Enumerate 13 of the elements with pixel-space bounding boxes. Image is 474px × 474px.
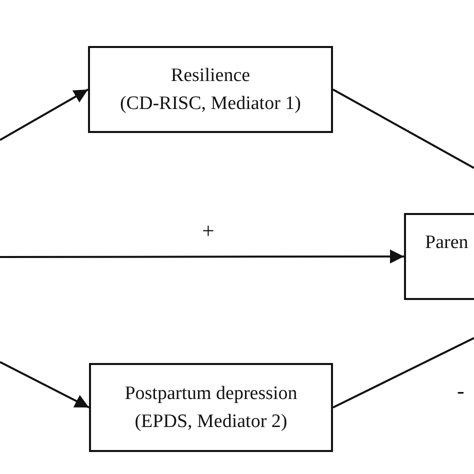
- arrow: [0, 250, 404, 264]
- node-title: Paren: [425, 231, 468, 255]
- connector-line: [332, 337, 474, 408]
- arrow: [0, 361, 90, 408]
- arrow: [0, 88, 88, 141]
- node-subtitle: (EPDS, Mediator 2): [134, 410, 288, 434]
- node-subtitle: (CD-RISC, Mediator 1): [120, 92, 301, 116]
- node-title: Postpartum depression: [124, 382, 298, 406]
- node-title: Resilience: [170, 64, 250, 88]
- process-box: [404, 213, 474, 300]
- connector-line: [332, 88, 474, 169]
- process-box: [88, 46, 333, 133]
- process-box: [89, 363, 333, 452]
